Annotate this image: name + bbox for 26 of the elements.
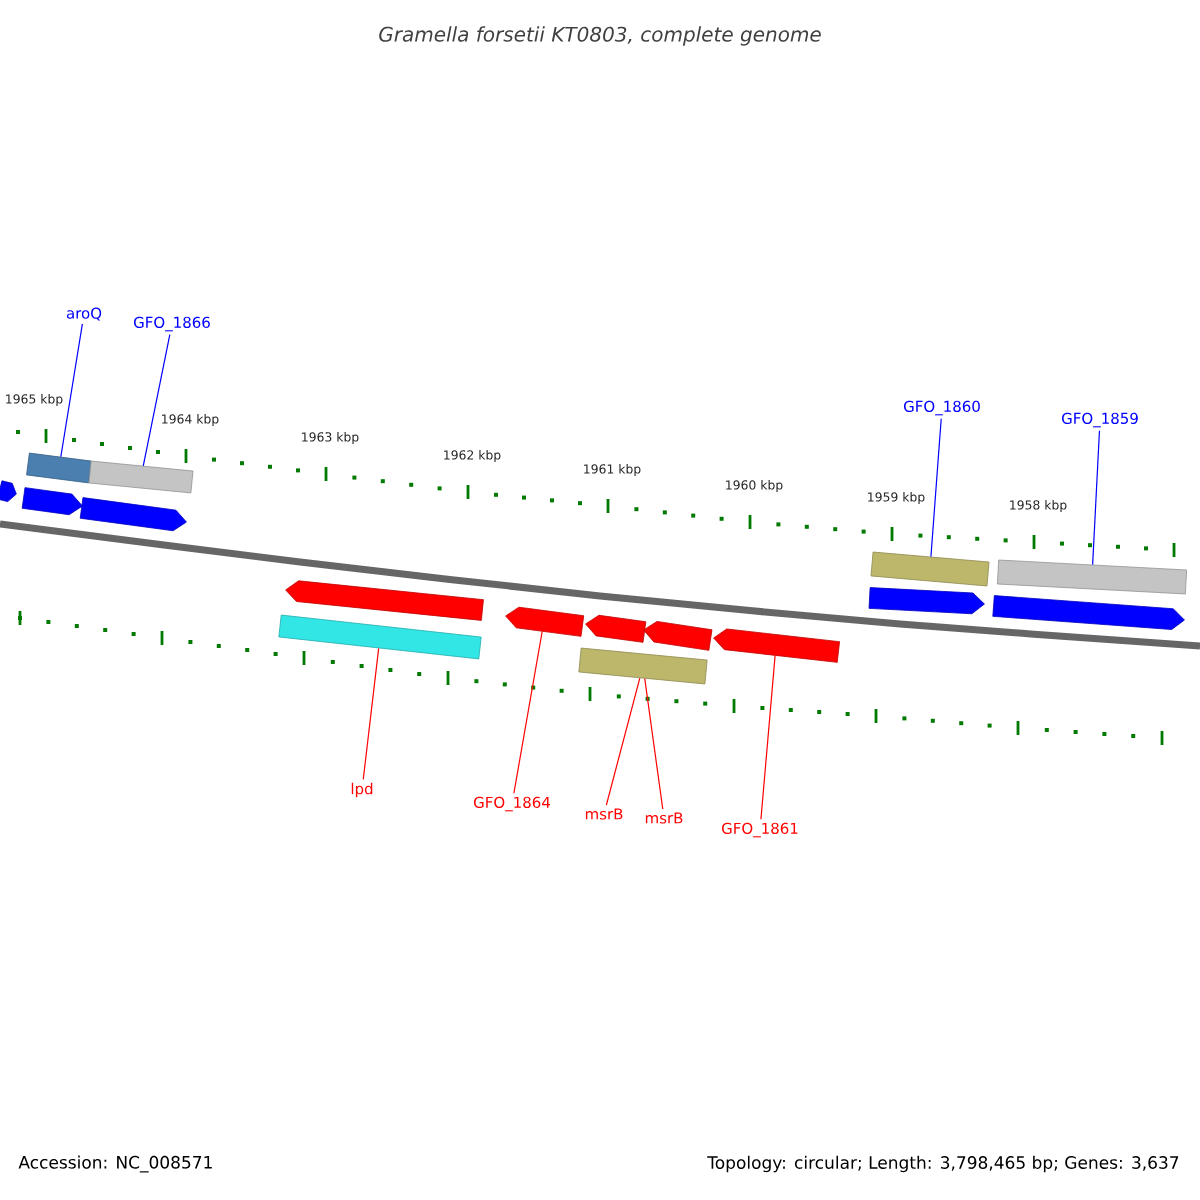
- gene-block: [643, 621, 713, 651]
- gene-block: [585, 614, 647, 643]
- gene-bar: [997, 559, 1187, 595]
- gene-block: [21, 487, 83, 516]
- gene-block: [285, 580, 484, 621]
- leader-line: [362, 647, 380, 780]
- leader-line: [60, 323, 83, 458]
- gene-bar: [578, 647, 708, 685]
- footer-text: Accession: NC_008571: [18, 1155, 212, 1173]
- gene-bar: [26, 452, 92, 484]
- gene-block: [992, 595, 1185, 630]
- leader-line: [644, 678, 664, 810]
- gene-bar: [88, 460, 194, 494]
- leader-line: [930, 418, 942, 558]
- gene-bar: [870, 551, 990, 587]
- leader-line: [760, 654, 776, 820]
- footer-text: Topology: circular; Length: 3,798,465 bp; Genes: 3,637: [707, 1155, 1179, 1173]
- leader-line: [142, 334, 171, 467]
- gene-block: [505, 606, 585, 637]
- leader-line: [1092, 430, 1101, 566]
- leader-line: [513, 630, 543, 794]
- gene-block: [0, 480, 17, 502]
- title: Gramella forsetii KT0803, complete genome: [379, 26, 821, 46]
- gene-block: [868, 587, 985, 615]
- leader-line: [605, 677, 641, 806]
- gene-bar: [278, 614, 482, 660]
